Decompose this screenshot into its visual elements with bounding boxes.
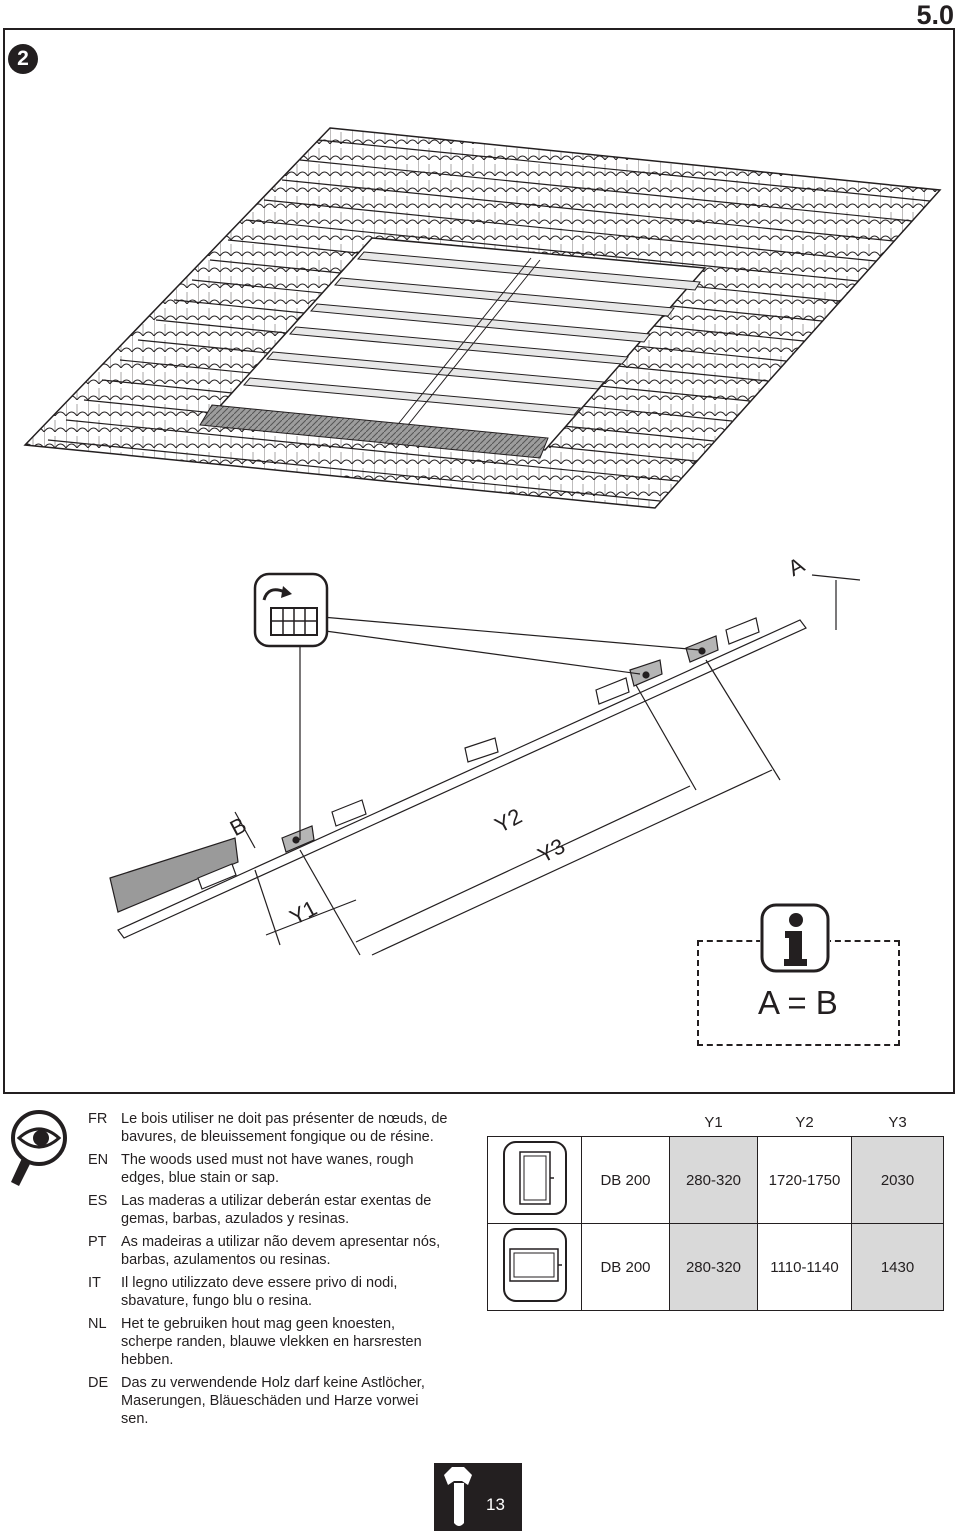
magnifier-eye-icon: [5, 1110, 71, 1190]
language-code: ES: [88, 1193, 108, 1209]
y3-cell: 1430: [851, 1223, 944, 1311]
language-code: DE: [88, 1375, 109, 1391]
language-code: EN: [88, 1152, 109, 1168]
landscape-window-icon: [487, 1223, 582, 1311]
requirement-text: Het te gebruiken hout mag geen knoesten,…: [121, 1316, 422, 1368]
roof-tile-install-icon: [253, 572, 329, 648]
info-note-text: A = B: [758, 984, 838, 1021]
section-number: 5.0: [916, 0, 954, 30]
requirement-text: The woods used must not have wanes, roug…: [121, 1152, 414, 1186]
language-code: PT: [88, 1234, 107, 1250]
requirement-text: Il legno utilizzato deve essere privo di…: [121, 1275, 398, 1309]
requirement-pt: PT As madeiras a utilizar não devem apre…: [88, 1233, 448, 1269]
requirement-en: EN The woods used must not have wanes, r…: [88, 1151, 448, 1187]
step-badge: 2: [8, 44, 38, 74]
requirement-it: IT Il legno utilizzato deve essere privo…: [88, 1274, 448, 1310]
dimensions-table: Y1 Y2 Y3 DB 200 280-320 1720-1750 2030 D: [487, 1108, 944, 1311]
column-header-y2: Y2: [795, 1113, 814, 1131]
model-cell: DB 200: [581, 1223, 670, 1311]
wood-requirements-list: FR Le bois utiliser ne doit pas présente…: [88, 1110, 448, 1433]
table-row: DB 200 280-320 1110-1140 1430: [487, 1223, 944, 1311]
roof-installation-illustration: [23, 127, 942, 956]
requirement-text: As madeiras a utilizar não devem apresen…: [121, 1234, 441, 1268]
requirement-text: Das zu verwendende Holz darf keine Astlö…: [121, 1375, 425, 1427]
y3-cell: 2030: [851, 1136, 944, 1224]
column-header-y3: Y3: [888, 1113, 907, 1131]
model-cell: DB 200: [581, 1136, 670, 1224]
roof-section: [109, 617, 807, 939]
requirement-de: DE Das zu verwendende Holz darf keine As…: [88, 1374, 448, 1428]
figure-frame: [3, 28, 955, 1094]
spanner-icon: [444, 1467, 472, 1526]
y1-cell: 280-320: [669, 1223, 758, 1311]
requirement-text: Le bois utiliser ne doit pas présenter d…: [121, 1111, 448, 1145]
table-header-row: Y1 Y2 Y3: [488, 1108, 944, 1137]
page-tab: [434, 1463, 522, 1531]
dimension-lines: [234, 574, 861, 956]
page-number: 13: [486, 1495, 505, 1514]
requirement-fr: FR Le bois utiliser ne doit pas présente…: [88, 1110, 448, 1146]
y2-cell: 1110-1140: [757, 1223, 852, 1311]
requirement-text: Las maderas a utilizar deberán estar exe…: [121, 1193, 432, 1227]
column-header: [582, 1108, 670, 1137]
roof-opening: [199, 237, 707, 459]
portrait-window-icon: [487, 1136, 582, 1224]
column-header-y1: Y1: [704, 1113, 723, 1131]
table-row: DB 200 280-320 1720-1750 2030: [487, 1136, 944, 1224]
requirement-es: ES Las maderas a utilizar deberán estar …: [88, 1192, 448, 1228]
language-code: IT: [88, 1275, 101, 1291]
language-code: FR: [88, 1111, 108, 1127]
requirement-nl: NL Het te gebruiken hout mag geen knoest…: [88, 1315, 448, 1369]
y1-cell: 280-320: [669, 1136, 758, 1224]
column-header: [488, 1108, 582, 1137]
language-code: NL: [88, 1316, 107, 1332]
info-icon: [760, 903, 830, 973]
y2-cell: 1720-1750: [757, 1136, 852, 1224]
